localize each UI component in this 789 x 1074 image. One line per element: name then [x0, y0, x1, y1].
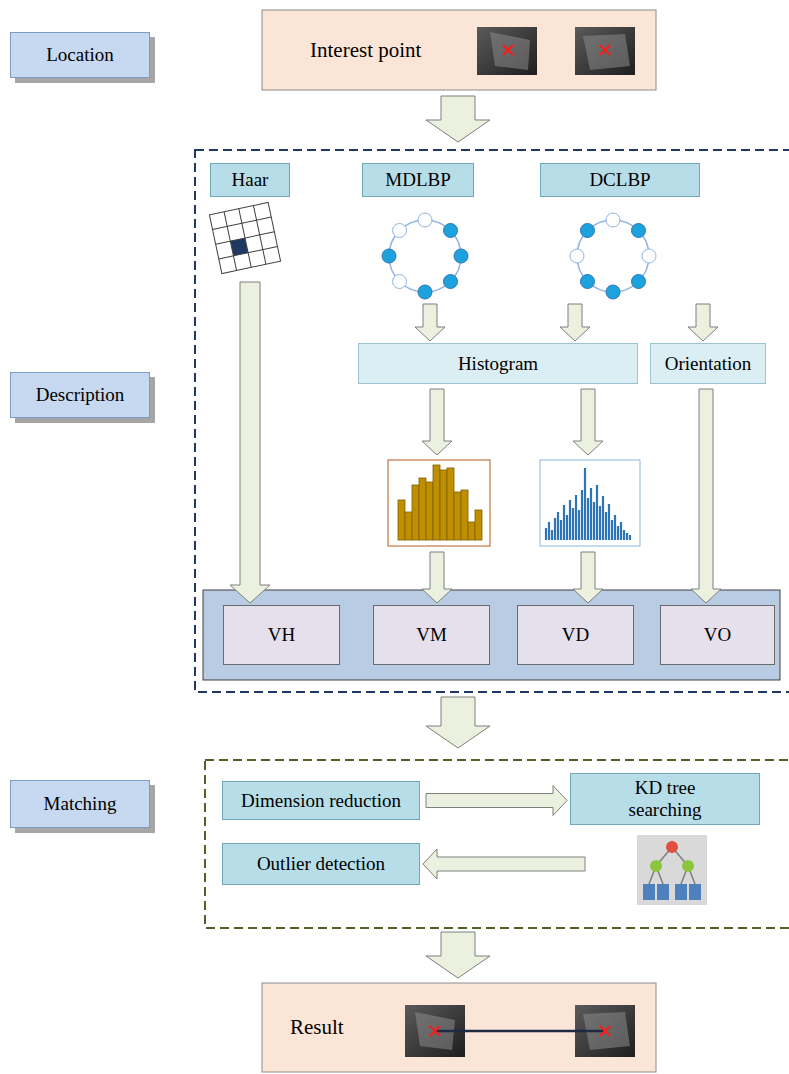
arrow-shape [691, 389, 721, 603]
vector-box: VD [517, 605, 634, 665]
flow-arrow [426, 697, 490, 748]
node-text: Dimension reduction [241, 790, 401, 812]
node-text: MDLBP [385, 169, 450, 191]
flow-arrow [560, 304, 590, 341]
feature-box: MDLBP [362, 163, 474, 197]
node-text: Matching [44, 793, 117, 815]
flow-arrow [691, 389, 721, 603]
histogram-image [540, 460, 640, 546]
haar-grid [209, 202, 280, 273]
node-text: VD [562, 624, 589, 646]
vector-box: VM [373, 605, 490, 665]
feature-box: Haar [210, 163, 290, 197]
arrow-shape [422, 552, 452, 603]
arrow-shape [230, 282, 270, 603]
dclbp-ring [570, 213, 656, 299]
stage-label: Matching [10, 780, 150, 828]
node-text: VM [416, 624, 447, 646]
tree-icon [637, 835, 707, 905]
description-region [195, 150, 789, 692]
arrow-shape [426, 786, 567, 816]
node-text: Result [290, 1015, 344, 1039]
arrow-shape [573, 552, 603, 603]
node-text: KD tree searching [610, 777, 720, 821]
process-box: Dimension reduction [222, 781, 420, 820]
vector-band [203, 590, 780, 680]
flow-arrow [426, 96, 490, 142]
histogram-image [388, 460, 490, 546]
node-text: Interest point [310, 38, 421, 62]
node-text: VO [704, 624, 731, 646]
flow-arrow [426, 932, 490, 978]
flow-arrow [573, 389, 603, 603]
match-line [435, 1030, 605, 1033]
process-box: Outlier detection [222, 843, 420, 885]
flow-arrow [415, 304, 445, 341]
node-text: DCLBP [589, 169, 650, 191]
node-text: VH [268, 624, 295, 646]
arrow-shape [423, 849, 585, 879]
flow-arrow [422, 389, 452, 603]
process-box: Orientation [650, 343, 766, 384]
matching-region [205, 760, 789, 928]
arrow-shape [560, 304, 590, 341]
point-mark [430, 1026, 610, 1036]
node-text: Description [36, 384, 125, 406]
arrow-shape [688, 304, 718, 341]
stage-label: Description [10, 372, 150, 418]
feature-box: DCLBP [540, 163, 700, 197]
vector-box: VH [223, 605, 340, 665]
flow-arrow [423, 849, 585, 879]
node-text: Histogram [458, 353, 538, 375]
arrow-shape [573, 389, 603, 455]
arrow-shape [415, 304, 445, 341]
flow-arrow [688, 304, 718, 341]
process-box: Histogram [358, 343, 638, 384]
node-text: Orientation [665, 353, 752, 375]
photo [477, 27, 537, 75]
output-panel: Result [262, 983, 656, 1072]
flow-arrow [230, 282, 270, 603]
flow-arrow [426, 786, 567, 816]
node-text: Haar [232, 169, 269, 191]
photo [575, 27, 635, 75]
node-text: Outlier detection [257, 853, 385, 875]
input-panel: Interest point [262, 10, 656, 90]
vector-box: VO [660, 605, 775, 665]
process-box: KD tree searching [570, 773, 760, 825]
panel [262, 983, 656, 1072]
arrow-shape [422, 389, 452, 455]
panel [262, 10, 656, 90]
stage-label: Location [10, 32, 150, 78]
node-text: Location [46, 44, 114, 66]
mdlbp-ring [382, 213, 468, 299]
